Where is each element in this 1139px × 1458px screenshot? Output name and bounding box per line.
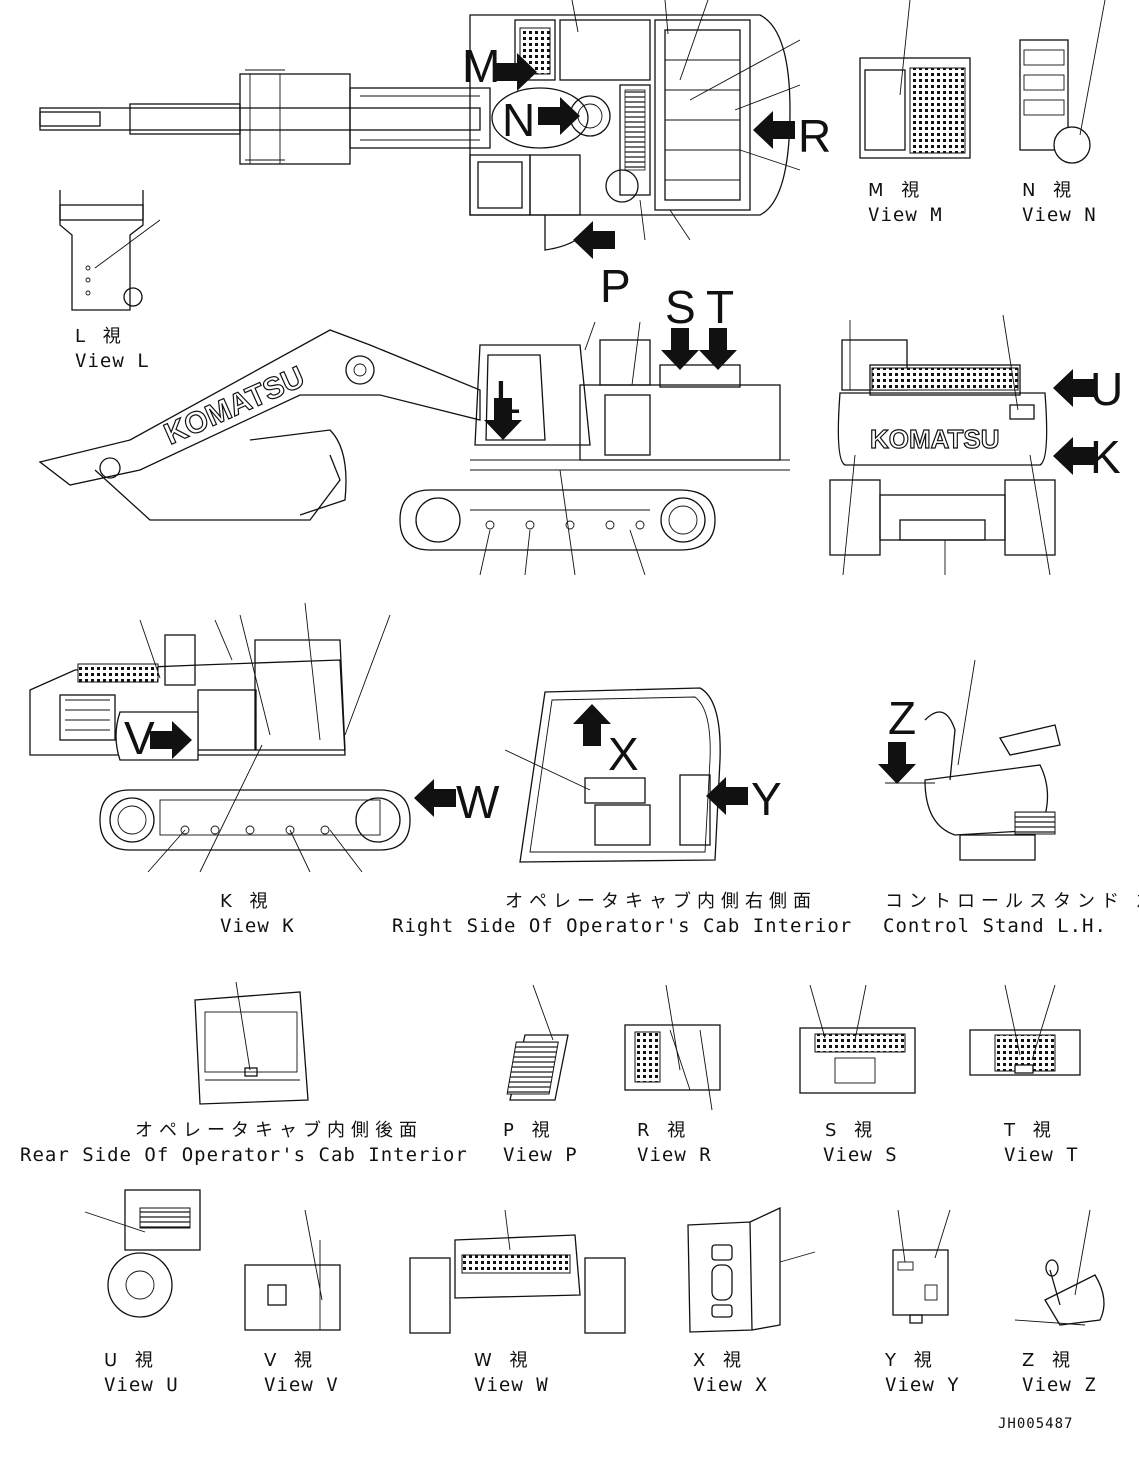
caption-view-u-en: View U — [104, 1374, 179, 1396]
caption-view-n-jp: N 視 — [1022, 180, 1077, 201]
view-l-figure: L 視 View L — [59, 190, 161, 372]
cab-right-interior-figure: X Y オペレータキャブ内側右側面 Right Side Of Operator… — [392, 687, 852, 937]
view-z-figure: Z 視 View Z — [1014, 1209, 1105, 1396]
view-t-figure: T 視 View T — [969, 984, 1081, 1166]
view-arrow-u — [1053, 369, 1095, 407]
caption-cab-rear-jp: オペレータキャブ内側後面 — [135, 1119, 423, 1141]
caption-cab-right-jp: オペレータキャブ内側右側面 — [505, 890, 817, 912]
view-arrow-y — [706, 777, 748, 815]
caption-view-w-jp: W 視 — [474, 1350, 534, 1371]
caption-control-stand-en: Control Stand L.H. — [883, 915, 1107, 937]
caption-view-k-jp: K 視 — [220, 891, 274, 912]
view-arrow-n: N — [502, 94, 580, 146]
view-v-figure: V 視 View V — [244, 1209, 341, 1396]
caption-view-x-en: View X — [693, 1374, 768, 1396]
view-arrow-s — [661, 328, 699, 370]
caption-control-stand-jp: コントロールスタンド 左 — [885, 891, 1139, 912]
caption-view-l-en: View L — [75, 350, 150, 372]
view-letter-r: R — [798, 110, 831, 162]
view-letter-k: K — [1090, 431, 1121, 483]
caption-view-p-jp: P 視 — [503, 1120, 556, 1141]
view-w-figure: W 視 View W — [409, 1209, 626, 1396]
caption-view-w-en: View W — [474, 1374, 549, 1396]
view-p-figure: P 視 View P — [503, 984, 578, 1166]
caption-view-z-en: View Z — [1022, 1374, 1097, 1396]
view-letter-s: S — [665, 281, 696, 333]
caption-view-u-jp: U 視 — [104, 1350, 159, 1371]
boom-komatsu-logo: KOMATSU — [159, 360, 310, 452]
caption-cab-right-en: Right Side Of Operator's Cab Interior — [392, 915, 852, 937]
view-letter-u: U — [1090, 363, 1123, 415]
caption-view-t-jp: T 視 — [1003, 1120, 1057, 1141]
leader-lines-top — [571, 0, 801, 241]
view-n-figure: N 視 View N — [1019, 0, 1106, 226]
drawing-id: JH005487 — [998, 1416, 1073, 1432]
view-arrow-k — [1053, 437, 1095, 475]
view-letter-m: M — [462, 40, 500, 92]
rear-komatsu-logo: KOMATSU — [870, 424, 1000, 454]
caption-view-v-en: View V — [264, 1374, 339, 1396]
boom-plan — [39, 69, 491, 165]
view-letter-w: W — [456, 776, 500, 828]
view-arrow-r: R — [753, 110, 831, 162]
caption-view-z-jp: Z 視 — [1022, 1350, 1076, 1371]
view-k-figure: V W K 視 View K — [29, 602, 500, 937]
view-letter-t: T — [706, 281, 734, 333]
view-letter-v: V — [124, 712, 155, 764]
view-letter-z: Z — [888, 692, 916, 744]
view-arrow-z — [878, 742, 916, 784]
view-m-figure: M 視 View M — [859, 0, 971, 226]
view-letter-n: N — [502, 94, 535, 146]
upper-structure-plan — [469, 14, 791, 251]
view-arrow-m: M — [462, 40, 537, 92]
caption-view-s-jp: S 視 — [825, 1120, 878, 1141]
view-arrow-p-top — [573, 221, 615, 259]
caption-view-y-en: View Y — [885, 1374, 960, 1396]
cab-rear-interior-figure: オペレータキャブ内側後面 Rear Side Of Operator's Cab… — [20, 981, 468, 1166]
view-arrow-w — [414, 779, 456, 817]
caption-view-k-en: View K — [220, 915, 295, 937]
caption-view-p-en: View P — [503, 1144, 578, 1166]
view-u-figure: U 視 View U — [84, 1189, 201, 1396]
caption-view-t-en: View T — [1004, 1144, 1079, 1166]
view-x-figure: X 視 View X — [687, 1206, 816, 1396]
caption-view-m-en: View M — [868, 204, 943, 226]
svg-text:KOMATSU: KOMATSU — [159, 360, 309, 451]
top-plan-view: M N R — [39, 0, 831, 259]
caption-view-r-jp: R 視 — [637, 1120, 691, 1141]
view-arrow-x — [573, 704, 611, 746]
side-view-left: KOMATSU P S T L — [38, 260, 790, 576]
control-stand-figure: Z コントロールスタンド 左 Control Stand L.H. — [878, 659, 1139, 937]
view-y-figure: Y 視 View Y — [884, 1209, 960, 1396]
view-arrow-t — [699, 328, 737, 370]
caption-cab-rear-en: Rear Side Of Operator's Cab Interior — [20, 1144, 468, 1166]
caption-view-m-jp: M 視 — [868, 180, 925, 201]
caption-view-v-jp: V 視 — [264, 1350, 318, 1371]
caption-view-s-en: View S — [823, 1144, 898, 1166]
caption-view-x-jp: X 視 — [693, 1350, 747, 1371]
caption-view-n-en: View N — [1022, 204, 1097, 226]
rear-view: KOMATSU U K — [829, 314, 1123, 576]
view-letter-x: X — [608, 728, 639, 780]
caption-view-y-jp: Y 視 — [884, 1350, 938, 1371]
view-s-figure: S 視 View S — [799, 984, 916, 1166]
caption-view-l-jp: L 視 — [75, 326, 127, 347]
view-letter-y: Y — [751, 773, 782, 825]
caption-view-r-en: View R — [637, 1144, 712, 1166]
view-r-figure: R 視 View R — [624, 984, 721, 1166]
view-letter-p: P — [600, 260, 631, 312]
